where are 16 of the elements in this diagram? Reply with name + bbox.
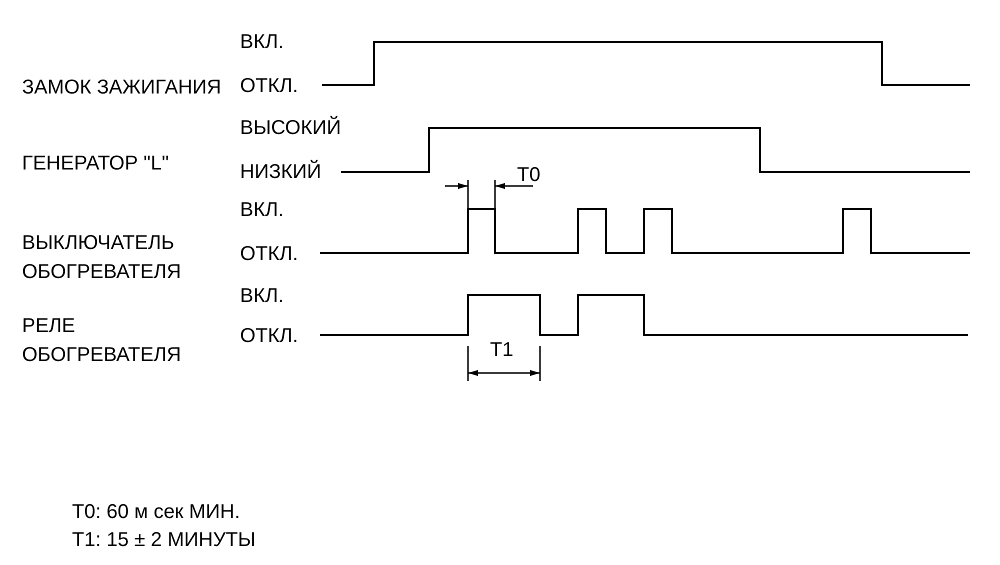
- level-label: НИЗКИЙ: [240, 162, 322, 182]
- level-label: ВЫСОКИЙ: [240, 118, 342, 138]
- signal-name: ВЫКЛЮЧАТЕЛЬ ОБОГРЕВАТЕЛЯ: [22, 231, 182, 285]
- level-label: ВКЛ.: [240, 32, 284, 52]
- note-text: T0: 60 м сек МИН.: [72, 502, 240, 522]
- level-label: ОТКЛ.: [240, 76, 298, 96]
- dimension-label: T1: [490, 340, 514, 360]
- level-label: ВКЛ.: [240, 286, 284, 306]
- signal-name: ГЕНЕРАТОР "L": [22, 152, 170, 176]
- note-text: T1: 15 ± 2 МИНУТЫ: [72, 530, 256, 550]
- level-label: ОТКЛ.: [240, 244, 298, 264]
- dimension-label: T0: [517, 165, 540, 185]
- level-label: ВКЛ.: [240, 200, 284, 220]
- signal-name: РЕЛЕ ОБОГРЕВАТЕЛЯ: [22, 314, 182, 368]
- level-label: ОТКЛ.: [240, 326, 298, 346]
- signal-name: ЗАМОК ЗАЖИГАНИЯ: [22, 76, 222, 100]
